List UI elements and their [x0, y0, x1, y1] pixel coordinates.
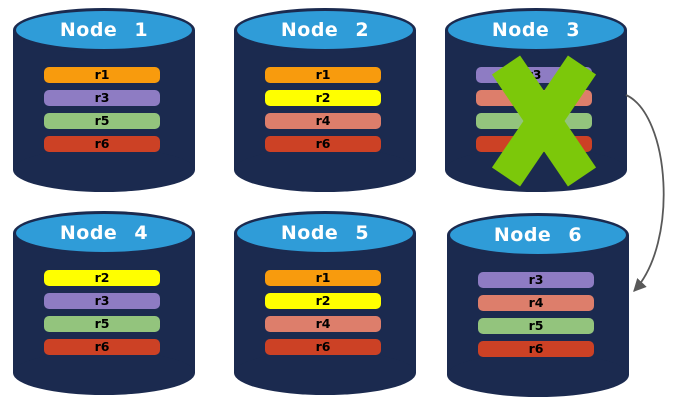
replica-label: r6	[94, 136, 110, 151]
replica-bar: r6	[44, 339, 160, 355]
replica-label: r6	[528, 341, 544, 356]
replica-bar: r6	[44, 136, 160, 152]
node-5: Node 5 r1 r2 r4 r6	[234, 211, 416, 395]
replica-label: r1	[315, 67, 331, 82]
replica-bar: r6	[265, 136, 381, 152]
cylinder-top	[13, 8, 195, 52]
replica-bar: r6	[265, 339, 381, 355]
replica-bar: r5	[44, 113, 160, 129]
replica-bar: r1	[265, 67, 381, 83]
node-title: Node 2	[280, 19, 370, 41]
replica-list: r3 r4 r5 r6	[478, 272, 594, 364]
replica-label: r1	[315, 270, 331, 285]
replica-bar: r5	[478, 318, 594, 334]
replica-label: r5	[94, 113, 110, 128]
replica-bar: r4	[478, 295, 594, 311]
node-1: Node 1 r1 r3 r5 r6	[13, 8, 195, 192]
replica-bar: r1	[44, 67, 160, 83]
replica-bar: r3	[44, 90, 160, 106]
replica-label: r4	[315, 316, 331, 331]
cylinder-top	[445, 8, 627, 52]
replica-bar: r3	[478, 272, 594, 288]
node-title: Node 5	[280, 222, 370, 244]
replica-label: r2	[315, 293, 331, 308]
replica-bar: r2	[265, 90, 381, 106]
cylinder-top	[234, 8, 416, 52]
replica-label: r3	[94, 293, 110, 308]
replica-bar: r4	[265, 316, 381, 332]
cylinder-bottom	[234, 148, 416, 192]
node-6: Node 6 r3 r4 r5 r6	[447, 213, 629, 397]
node-title: Node 1	[59, 19, 149, 41]
replica-list: r1 r2 r4 r6	[265, 270, 381, 362]
replica-label: r5	[94, 316, 110, 331]
cylinder-bottom	[13, 351, 195, 395]
replica-label: r4	[315, 113, 331, 128]
replica-bar: r2	[265, 293, 381, 309]
replica-bar: r2	[44, 270, 160, 286]
cylinder-top	[447, 213, 629, 257]
replica-label: r5	[528, 318, 544, 333]
replica-bar: r1	[265, 270, 381, 286]
replica-label: r2	[94, 270, 110, 285]
cylinder-top	[13, 211, 195, 255]
replica-label: r6	[315, 136, 331, 151]
node-2: Node 2 r1 r2 r4 r6	[234, 8, 416, 192]
node-title: Node 6	[493, 224, 583, 246]
replica-label: r6	[94, 339, 110, 354]
node-title: Node 4	[59, 222, 149, 244]
replica-label: r2	[315, 90, 331, 105]
node-title: Node 3	[491, 19, 581, 41]
replica-label: r4	[528, 295, 544, 310]
replica-list: r1 r2 r4 r6	[265, 67, 381, 159]
cylinder-bottom	[447, 353, 629, 397]
replica-bar: r5	[44, 316, 160, 332]
failure-x-icon	[491, 55, 597, 187]
replica-label: r6	[315, 339, 331, 354]
node-4: Node 4 r2 r3 r5 r6	[13, 211, 195, 395]
cylinder-bottom	[13, 148, 195, 192]
cylinder-top	[234, 211, 416, 255]
replica-label: r3	[528, 272, 544, 287]
replica-list: r1 r3 r5 r6	[44, 67, 160, 159]
replica-label: r3	[94, 90, 110, 105]
replica-list: r2 r3 r5 r6	[44, 270, 160, 362]
replica-bar: r6	[478, 341, 594, 357]
replica-bar: r4	[265, 113, 381, 129]
replica-label: r1	[94, 67, 110, 82]
cylinder-bottom	[234, 351, 416, 395]
replica-bar: r3	[44, 293, 160, 309]
